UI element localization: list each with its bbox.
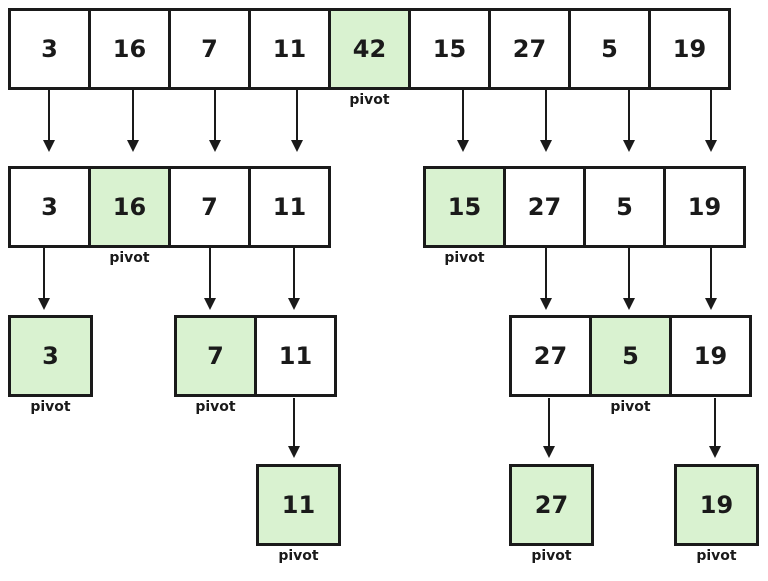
down-arrow bbox=[204, 248, 216, 310]
array-cell: 15 bbox=[408, 8, 491, 90]
array-cell: 3 bbox=[8, 8, 91, 90]
pivot-cell: 19 bbox=[674, 464, 759, 546]
pivot-label: pivot bbox=[30, 399, 71, 415]
array-cell: 5 bbox=[583, 166, 666, 248]
pivot-cell: 3 bbox=[8, 315, 93, 397]
down-arrow bbox=[209, 90, 221, 152]
down-arrow bbox=[540, 248, 552, 310]
down-arrow bbox=[288, 398, 300, 458]
pivot-label: pivot bbox=[531, 548, 572, 564]
down-arrow bbox=[709, 398, 721, 458]
down-arrow bbox=[457, 90, 469, 152]
array-cell: 7 bbox=[168, 166, 251, 248]
pivot-cell: 7 bbox=[174, 315, 257, 397]
down-arrow bbox=[705, 90, 717, 152]
array-cell: 5 bbox=[568, 8, 651, 90]
array-cell: 19 bbox=[669, 315, 752, 397]
array-cell: 3 bbox=[8, 166, 91, 248]
down-arrow bbox=[623, 90, 635, 152]
down-arrow bbox=[38, 248, 50, 310]
array-cell: 11 bbox=[248, 8, 331, 90]
pivot-label: pivot bbox=[444, 250, 485, 266]
down-arrow bbox=[43, 90, 55, 152]
pivot-label: pivot bbox=[349, 92, 390, 108]
pivot-cell: 15 bbox=[423, 166, 506, 248]
array-cell: 19 bbox=[663, 166, 746, 248]
down-arrow bbox=[705, 248, 717, 310]
pivot-label: pivot bbox=[109, 250, 150, 266]
down-arrow bbox=[288, 248, 300, 310]
array-cell: 19 bbox=[648, 8, 731, 90]
down-arrow bbox=[291, 90, 303, 152]
pivot-label: pivot bbox=[278, 548, 319, 564]
pivot-cell: 5 bbox=[589, 315, 672, 397]
down-arrow bbox=[543, 398, 555, 458]
pivot-label: pivot bbox=[195, 399, 236, 415]
array-cell: 27 bbox=[509, 315, 592, 397]
down-arrow bbox=[540, 90, 552, 152]
array-cell: 7 bbox=[168, 8, 251, 90]
pivot-cell: 27 bbox=[509, 464, 594, 546]
array-cell: 27 bbox=[488, 8, 571, 90]
pivot-label: pivot bbox=[696, 548, 737, 564]
down-arrow bbox=[623, 248, 635, 310]
array-cell: 11 bbox=[254, 315, 337, 397]
array-cell: 16 bbox=[88, 8, 171, 90]
pivot-cell: 11 bbox=[256, 464, 341, 546]
array-cell: 27 bbox=[503, 166, 586, 248]
pivot-cell: 42 bbox=[328, 8, 411, 90]
pivot-label: pivot bbox=[610, 399, 651, 415]
down-arrow bbox=[127, 90, 139, 152]
pivot-cell: 16 bbox=[88, 166, 171, 248]
array-cell: 11 bbox=[248, 166, 331, 248]
